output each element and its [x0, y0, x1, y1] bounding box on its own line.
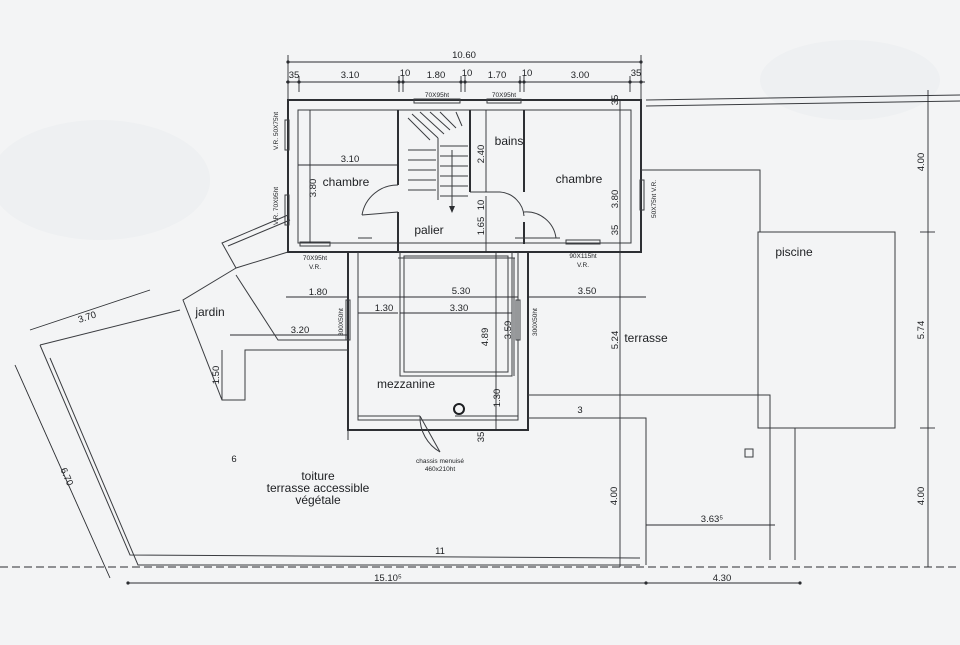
dim-label: 1.80 — [427, 70, 446, 81]
dim-label: 35 — [476, 432, 487, 443]
window-label: 70X95ht — [492, 92, 516, 99]
interior-dimensions — [221, 100, 646, 430]
room-label-palier: palier — [414, 223, 443, 237]
dim-label: 11 — [435, 546, 445, 557]
room-label-bains: bains — [495, 134, 524, 148]
dim-label: 10 — [400, 68, 411, 79]
dim-label: 1.70 — [488, 70, 507, 81]
window-label: 300X50ht — [338, 308, 345, 336]
dim-label: 3.59 — [503, 321, 514, 340]
room-label-mezzanine: mezzanine — [377, 377, 435, 391]
dim-label: 6 — [231, 454, 236, 465]
window-label: 70X95ht — [425, 92, 449, 99]
window-label: V.R. — [309, 264, 321, 271]
dim-label: 4.00 — [916, 487, 927, 506]
dim-label: 3.30 — [450, 303, 469, 314]
dim-label: 3.50 — [578, 286, 597, 297]
dim-label: 3.80 — [610, 190, 621, 209]
paper-stain — [760, 40, 940, 120]
window-label: 70X95ht — [303, 255, 327, 262]
interior-walls — [358, 110, 560, 453]
window-label: V.R. — [577, 262, 589, 269]
window-label: 50X75ht V.R. — [651, 180, 658, 218]
dim-label: 3.10 — [341, 70, 360, 81]
dim-label: 5.30 — [452, 286, 471, 297]
top-dimension-chains — [286, 55, 645, 102]
dim-label: 1.30 — [375, 303, 394, 314]
right-dimensions — [619, 90, 935, 567]
dim-label: 4.00 — [916, 153, 927, 172]
terrace-outline — [528, 94, 960, 565]
window-label: chassis menuisé — [416, 458, 464, 465]
dim-label: 5.74 — [916, 321, 927, 340]
room-label-piscine: piscine — [775, 245, 813, 259]
room-label-toiture: végétale — [295, 493, 341, 507]
dim-label: 4.89 — [480, 328, 491, 347]
dim-label: 3.80 — [308, 179, 319, 198]
dim-label: 2.40 — [476, 145, 487, 164]
dim-label: 10 — [522, 68, 533, 79]
window-label: 460x210ht — [425, 466, 456, 473]
dim-label: 5.24 — [610, 331, 621, 350]
dim-label: 3.00 — [571, 70, 590, 81]
dim-label: 3.63⁵ — [701, 514, 723, 525]
window-label: V.R. 50X75ht — [273, 112, 280, 150]
paper-stain — [0, 120, 210, 240]
dim-label: 1.50 — [211, 366, 222, 385]
room-label-jardin: jardin — [194, 305, 224, 319]
room-label-terrasse: terrasse — [624, 331, 668, 345]
garden-and-roof-outline — [0, 214, 960, 585]
room-label-chambre-left: chambre — [323, 175, 370, 189]
dim-label: 3.20 — [291, 325, 310, 336]
dim-label: 10 — [462, 68, 473, 79]
dim-label: 35 — [610, 95, 621, 106]
dim-label: 4.30 — [713, 573, 732, 584]
room-label-toiture: terrasse accessible — [267, 481, 370, 495]
dim-label: 15.10⁵ — [374, 573, 402, 584]
column-marker — [453, 403, 465, 415]
window-label: 300X50ht — [532, 308, 539, 336]
window-label: 90X115ht — [569, 253, 597, 260]
dim-overall-top: 10.60 — [452, 50, 476, 61]
dim-label: 35 — [289, 70, 300, 81]
dim-label: 3.70 — [77, 310, 98, 326]
dim-label: 35 — [631, 68, 642, 79]
room-label-chambre-right: chambre — [556, 172, 603, 186]
dim-label: 4.00 — [609, 487, 620, 506]
dim-label: 3.10 — [341, 154, 360, 165]
windows — [284, 98, 645, 341]
dim-label: 35 — [610, 225, 621, 236]
dim-label: 3 — [577, 405, 582, 416]
exterior-walls — [287, 99, 642, 431]
dim-label: 1.80 — [309, 287, 328, 298]
window-label: V.R. 70X95ht — [273, 187, 280, 225]
dim-label: 1.65 — [476, 217, 487, 236]
dim-label: 1.30 — [492, 389, 503, 408]
staircase — [407, 111, 468, 213]
room-label-toiture: toiture — [301, 469, 335, 483]
dim-label: 10 — [476, 200, 487, 211]
